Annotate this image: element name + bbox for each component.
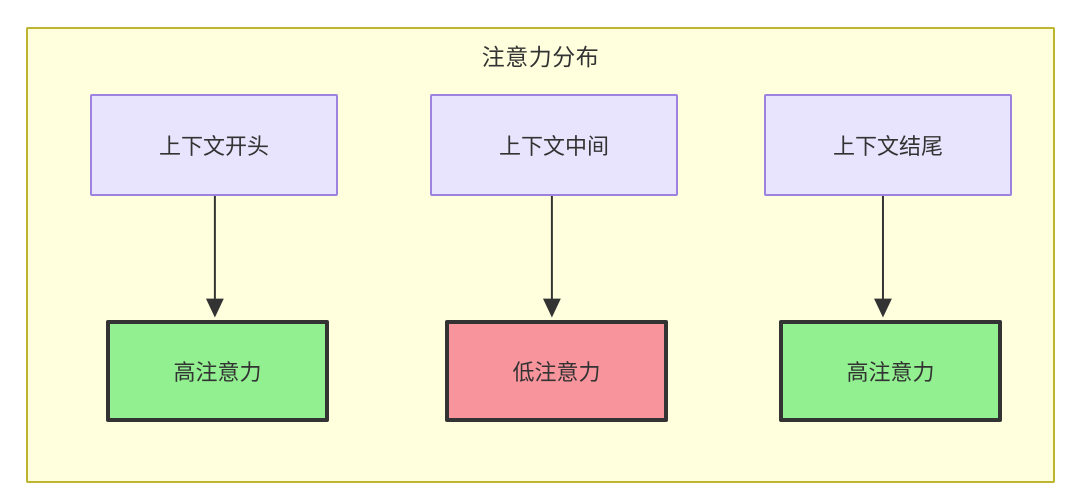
edge-context-start-to-attention-start bbox=[205, 194, 224, 318]
edge-context-middle-to-attention-middle bbox=[542, 194, 561, 318]
node-attention-middle[interactable]: 低注意力 bbox=[445, 320, 668, 422]
node-attention-end[interactable]: 高注意力 bbox=[779, 320, 1002, 422]
node-context-start[interactable]: 上下文开头 bbox=[90, 94, 338, 196]
node-attention-middle-label: 低注意力 bbox=[512, 360, 601, 385]
node-attention-start-label: 高注意力 bbox=[173, 360, 262, 385]
node-context-start-label: 上下文开头 bbox=[158, 134, 269, 159]
subgraph-title: 注意力分布 bbox=[481, 44, 600, 70]
node-attention-end-label: 高注意力 bbox=[846, 360, 935, 385]
attention-distribution-subgraph: 注意力分布 上下文开头 上下文中间 bbox=[26, 27, 1055, 483]
node-context-end[interactable]: 上下文结尾 bbox=[764, 94, 1012, 196]
edge-context-end-to-attention-end bbox=[874, 194, 892, 318]
node-context-end-label: 上下文结尾 bbox=[832, 134, 943, 159]
node-attention-start[interactable]: 高注意力 bbox=[106, 320, 329, 422]
node-context-middle[interactable]: 上下文中间 bbox=[430, 94, 678, 196]
node-context-middle-label: 上下文中间 bbox=[498, 134, 609, 159]
